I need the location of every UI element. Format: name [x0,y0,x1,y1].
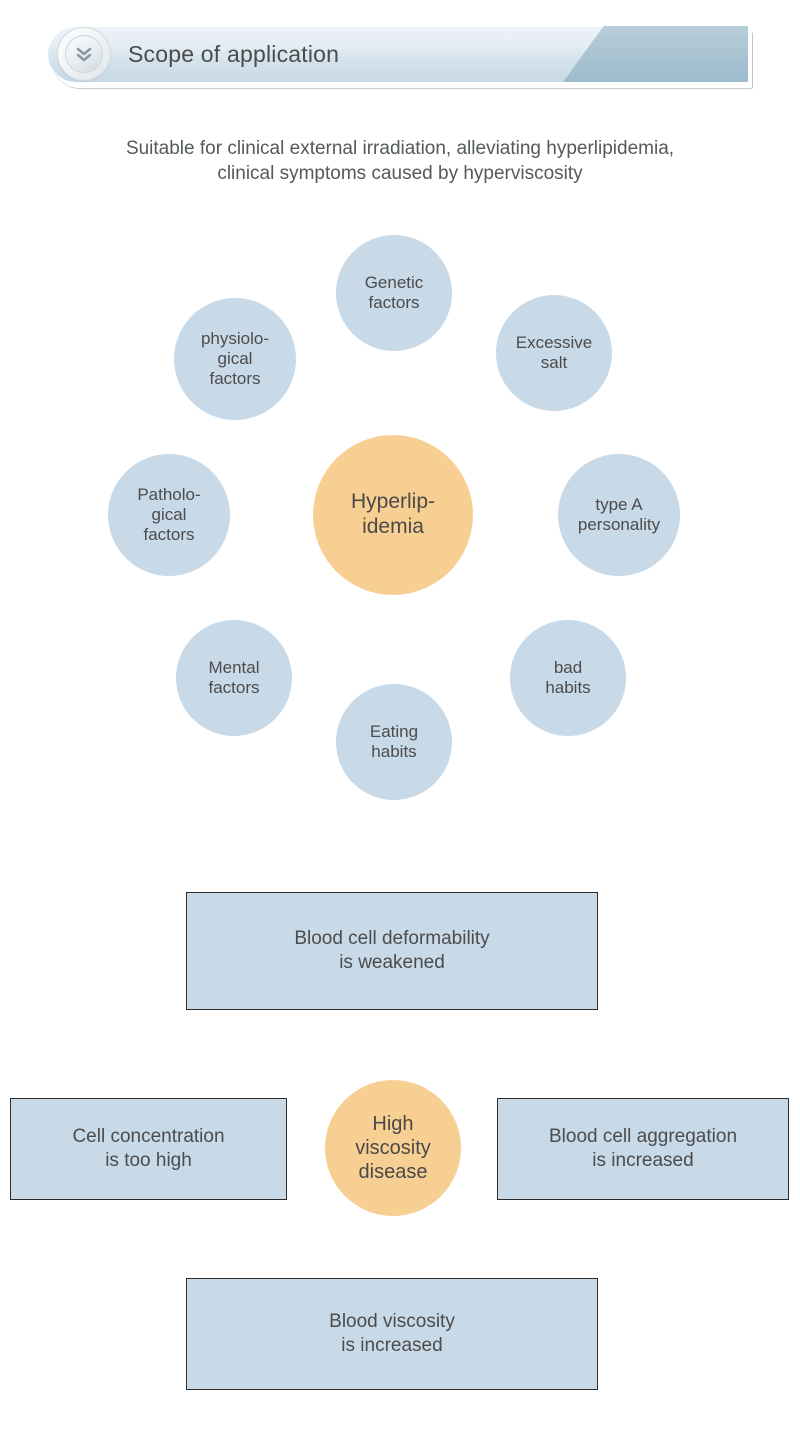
diagram-node-type-a-personality: type A personality [558,454,680,576]
diagram-node-mental-factors: Mental factors [176,620,292,736]
header-icon-inner [65,35,103,73]
flow-box-top: Blood cell deformability is weakened [186,892,598,1010]
radial-diagram: Hyperlip- idemia Genetic factors Excessi… [0,220,800,820]
page-title: Scope of application [128,40,340,67]
flow-center-circle: High viscosity disease [325,1080,461,1216]
double-chevron-down-icon [73,43,95,65]
flow-box-left: Cell concentration is too high [10,1098,287,1200]
diagram-center-node: Hyperlip- idemia [313,435,473,595]
flow-box-right: Blood cell aggregation is increased [497,1098,789,1200]
flow-diagram: Blood cell deformability is weakened Cel… [0,880,800,1420]
diagram-node-eating-habits: Eating habits [336,684,452,800]
diagram-node-genetic-factors: Genetic factors [336,235,452,351]
flow-box-bottom: Blood viscosity is increased [186,1278,598,1390]
diagram-node-bad-habits: bad habits [510,620,626,736]
diagram-node-pathological-factors: Patholo- gical factors [108,454,230,576]
diagram-node-excessive-salt: Excessive salt [496,295,612,411]
diagram-node-physiological-factors: physiolo- gical factors [174,298,296,420]
header-plate [48,26,748,82]
subtitle-text: Suitable for clinical external irradiati… [125,138,675,184]
header-icon-ring [58,28,110,80]
section-header: Scope of application [48,26,753,90]
